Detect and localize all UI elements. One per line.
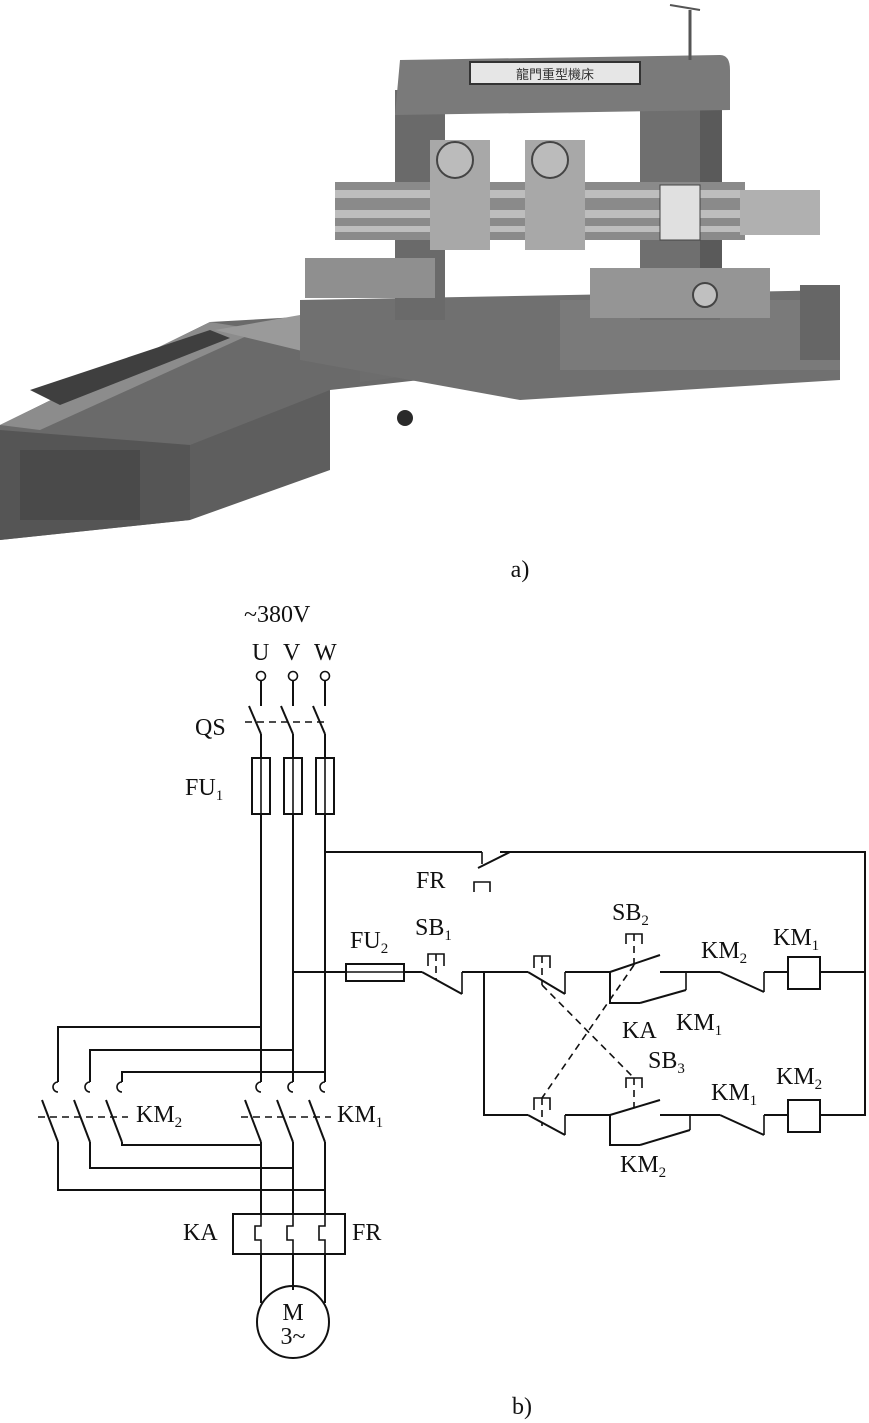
km1-nc-lower-label: KM1 bbox=[711, 1080, 757, 1109]
interlock-link-2 bbox=[541, 964, 635, 1099]
fr-bottom-label: FR bbox=[352, 1220, 381, 1246]
motor-label: M bbox=[282, 1300, 303, 1326]
sb2-start-button bbox=[609, 933, 661, 973]
km1-main-contacts bbox=[241, 1081, 331, 1143]
interlock-link-1 bbox=[541, 984, 635, 1079]
ka-contact-label: KA bbox=[622, 1018, 657, 1044]
km1-coil-label: KM1 bbox=[773, 925, 819, 954]
machine-plate: 龍門重型機床 bbox=[516, 67, 594, 83]
km1-nc-interlock-lower bbox=[719, 1114, 765, 1136]
phase-u-label: U bbox=[252, 640, 269, 666]
phase-v-label: V bbox=[283, 640, 301, 666]
fu1-fuses bbox=[251, 757, 335, 815]
power-circuit bbox=[38, 670, 346, 1359]
km2-coil-label: KM2 bbox=[776, 1064, 822, 1093]
phase-w-label: W bbox=[314, 640, 337, 666]
fu1-label: FU1 bbox=[185, 775, 223, 804]
km2-nc-upper-label: KM2 bbox=[701, 938, 747, 967]
sb2-nc-lower bbox=[527, 1097, 566, 1136]
sb1-stop-button bbox=[421, 953, 463, 995]
km2-coil bbox=[787, 1099, 821, 1133]
caption-a: a) bbox=[511, 557, 530, 583]
sb3-label: SB3 bbox=[648, 1048, 685, 1077]
km1-hold-label: KM1 bbox=[676, 1010, 722, 1039]
caption-b: b) bbox=[512, 1394, 532, 1420]
fu2-fuse bbox=[345, 963, 405, 982]
km2-main-label: KM2 bbox=[136, 1102, 182, 1131]
sb3-start-button bbox=[609, 1077, 661, 1116]
qs-switch bbox=[245, 705, 326, 735]
motor-phase-label: 3~ bbox=[281, 1324, 306, 1350]
km2-main-contacts bbox=[38, 1081, 128, 1143]
planer-machine-illustration: 龍門重型機床 bbox=[0, 4, 840, 540]
motor bbox=[256, 1285, 330, 1359]
km2-nc-interlock-upper bbox=[719, 971, 765, 993]
km2-hold-label: KM2 bbox=[620, 1152, 666, 1181]
fr-top-label: FR bbox=[416, 868, 445, 894]
control-circuit bbox=[293, 851, 866, 1146]
sb1-label: SB1 bbox=[415, 915, 452, 944]
ka-bottom-label: KA bbox=[183, 1220, 218, 1246]
fu2-label: FU2 bbox=[350, 928, 388, 957]
sb3-nc-upper bbox=[527, 955, 566, 995]
qs-label: QS bbox=[195, 715, 226, 741]
km1-coil bbox=[787, 956, 821, 990]
sb2-label: SB2 bbox=[612, 900, 649, 929]
fr-nc-contact bbox=[473, 851, 511, 892]
km1-main-label: KM1 bbox=[337, 1102, 383, 1131]
supply-voltage-label: ~380V bbox=[244, 602, 311, 628]
ka-fr-thermal-block bbox=[232, 1213, 346, 1255]
